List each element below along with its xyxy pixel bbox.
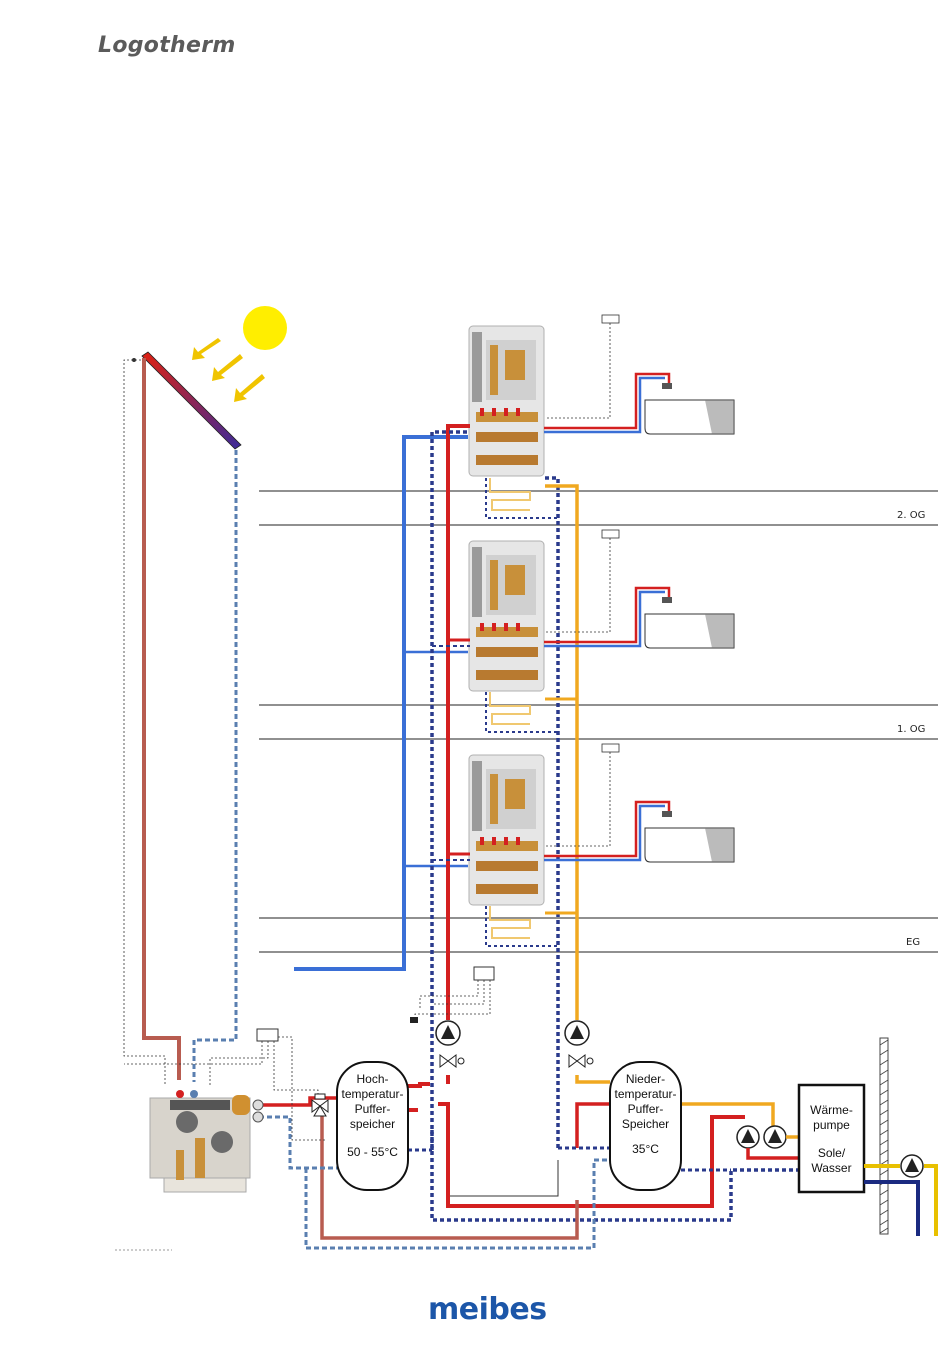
- high-temp-tank-name: Hoch- temperatur- Puffer- speicher: [337, 1072, 408, 1132]
- room-controllers: [602, 315, 619, 752]
- solar-return-pipe: [194, 450, 236, 1082]
- meibes-logo: meibes: [428, 1292, 547, 1327]
- ground-wall: [880, 1038, 888, 1234]
- central-controller: [474, 967, 494, 980]
- mixing-valve-high: [440, 1055, 464, 1067]
- sun-icon: [243, 306, 287, 350]
- pump-low-temp: [565, 1021, 589, 1045]
- apartment-station-1og: [469, 541, 544, 724]
- apartment-station-eg: [469, 755, 544, 938]
- hot-flow-riser: [448, 426, 470, 1020]
- high-temp-tank-temperature: 50 - 55°C: [337, 1145, 408, 1160]
- heat-pump-name: Wärme- pumpe: [799, 1103, 864, 1133]
- ground-source-return: [864, 1182, 918, 1236]
- sun-rays: [192, 338, 265, 402]
- pump-hp-1: [737, 1126, 759, 1148]
- mixing-valve-low: [569, 1055, 593, 1067]
- solar-station: [150, 1090, 263, 1192]
- floor-label-1og: 1. OG: [897, 724, 925, 735]
- floor-label-2og: 2. OG: [897, 510, 925, 521]
- pump-high-temp: [436, 1021, 460, 1045]
- heat-pump-flow-hot: [438, 1104, 745, 1206]
- heat-pump-type: Sole/ Wasser: [799, 1146, 864, 1176]
- low-temp-return-riser: [545, 478, 558, 1148]
- low-temp-tank-name: Nieder- temperatur- Puffer- Speicher: [610, 1072, 681, 1132]
- low-temp-tank-temperature: 35°C: [610, 1142, 681, 1157]
- low-temp-flow-riser: [545, 486, 577, 1020]
- cold-water-riser: [294, 437, 468, 969]
- floor-lines: [259, 491, 938, 952]
- solar-controller: [257, 1029, 278, 1041]
- solar-flow-pipe: [144, 358, 179, 1080]
- pump-hp-2: [764, 1126, 786, 1148]
- pump-ground: [901, 1155, 923, 1177]
- apartment-station-2og: [469, 326, 544, 510]
- floor-label-eg: EG: [906, 937, 920, 948]
- bathtub-2og: [645, 383, 734, 434]
- bathtub-1og: [645, 597, 734, 648]
- bathtub-eg: [645, 811, 734, 862]
